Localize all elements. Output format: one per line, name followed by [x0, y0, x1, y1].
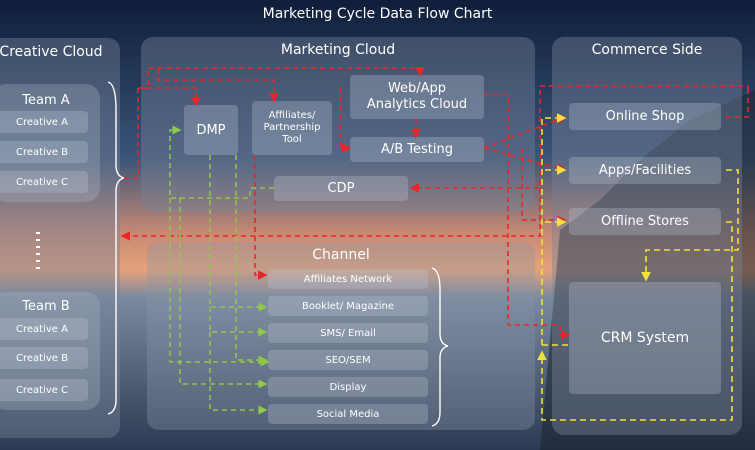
- channel-sms-email: SMS/ Email: [268, 323, 428, 343]
- team-b-creative-b: Creative B: [0, 347, 88, 369]
- crm-system-box: CRM System: [569, 282, 721, 394]
- dmp-box: DMP: [184, 105, 238, 155]
- ab-testing-label: A/B Testing: [380, 142, 454, 157]
- channel-affiliates-network: Affiliates Network: [268, 269, 428, 289]
- channel-display: Display: [268, 377, 428, 397]
- team-b-group: [0, 292, 100, 410]
- team-a-creative-a: Creative A: [0, 111, 88, 133]
- channel-booklet-magazine: Booklet/ Magazine: [268, 296, 428, 316]
- page-title: Marketing Cycle Data Flow Chart: [262, 6, 493, 22]
- offline-stores-box: Offline Stores: [569, 208, 721, 235]
- affiliates-tool-box: Affiliates/ Partnership Tool: [252, 101, 332, 155]
- team-a-creative-c: Creative C: [0, 171, 88, 193]
- affiliates-tool-label: Affiliates/ Partnership Tool: [263, 110, 321, 145]
- team-b-creative-c: Creative C: [0, 379, 88, 401]
- commerce-side-title: Commerce Side: [591, 42, 703, 58]
- dmp-label: DMP: [196, 122, 226, 138]
- team-a-label: Team A: [22, 93, 70, 108]
- ab-testing-box: A/B Testing: [350, 137, 484, 162]
- analytics-box: Web/App Analytics Cloud: [350, 75, 484, 119]
- apps-facilities-box: Apps/Facilities: [569, 157, 721, 184]
- vertical-ellipsis: [36, 232, 40, 272]
- team-b-label: Team B: [22, 299, 70, 314]
- channel-title: Channel: [312, 247, 370, 263]
- channel-seo-sem: SEO/SEM: [268, 350, 428, 370]
- team-a-group: [0, 84, 100, 202]
- creative-cloud-title: Creative Cloud: [0, 44, 103, 60]
- cdp-label: CDP: [327, 181, 355, 196]
- marketing-cloud-title: Marketing Cloud: [280, 42, 396, 58]
- channel-social-media: Social Media: [268, 404, 428, 424]
- creative-cloud-panel: [0, 38, 120, 438]
- analytics-label: Web/App Analytics Cloud: [366, 81, 468, 112]
- cdp-box: CDP: [274, 176, 408, 201]
- team-a-creative-b: Creative B: [0, 141, 88, 163]
- team-b-creative-a: Creative A: [0, 318, 88, 340]
- online-shop-box: Online Shop: [569, 103, 721, 130]
